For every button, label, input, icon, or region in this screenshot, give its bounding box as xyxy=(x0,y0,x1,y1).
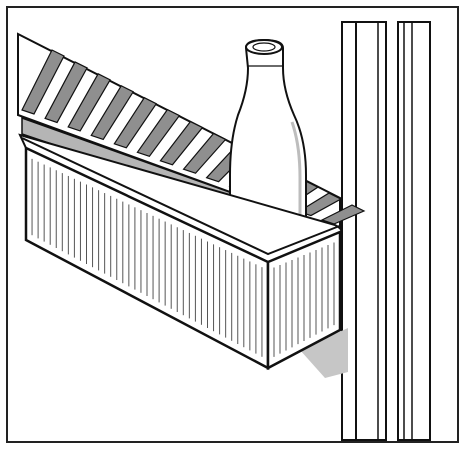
shelf-slot xyxy=(136,108,181,158)
shelf-slot xyxy=(113,96,158,149)
shelf-slot xyxy=(182,132,227,174)
shelf-slot xyxy=(21,49,65,115)
shelf-slot xyxy=(90,84,135,141)
shelf-shadow xyxy=(300,328,348,378)
shelf-front xyxy=(18,133,343,371)
shelf-slot xyxy=(44,61,88,124)
shelf-slot xyxy=(159,120,204,166)
fridge-door-edge xyxy=(341,21,431,441)
illustration-frame xyxy=(6,6,459,443)
shelf-slot xyxy=(67,73,111,132)
